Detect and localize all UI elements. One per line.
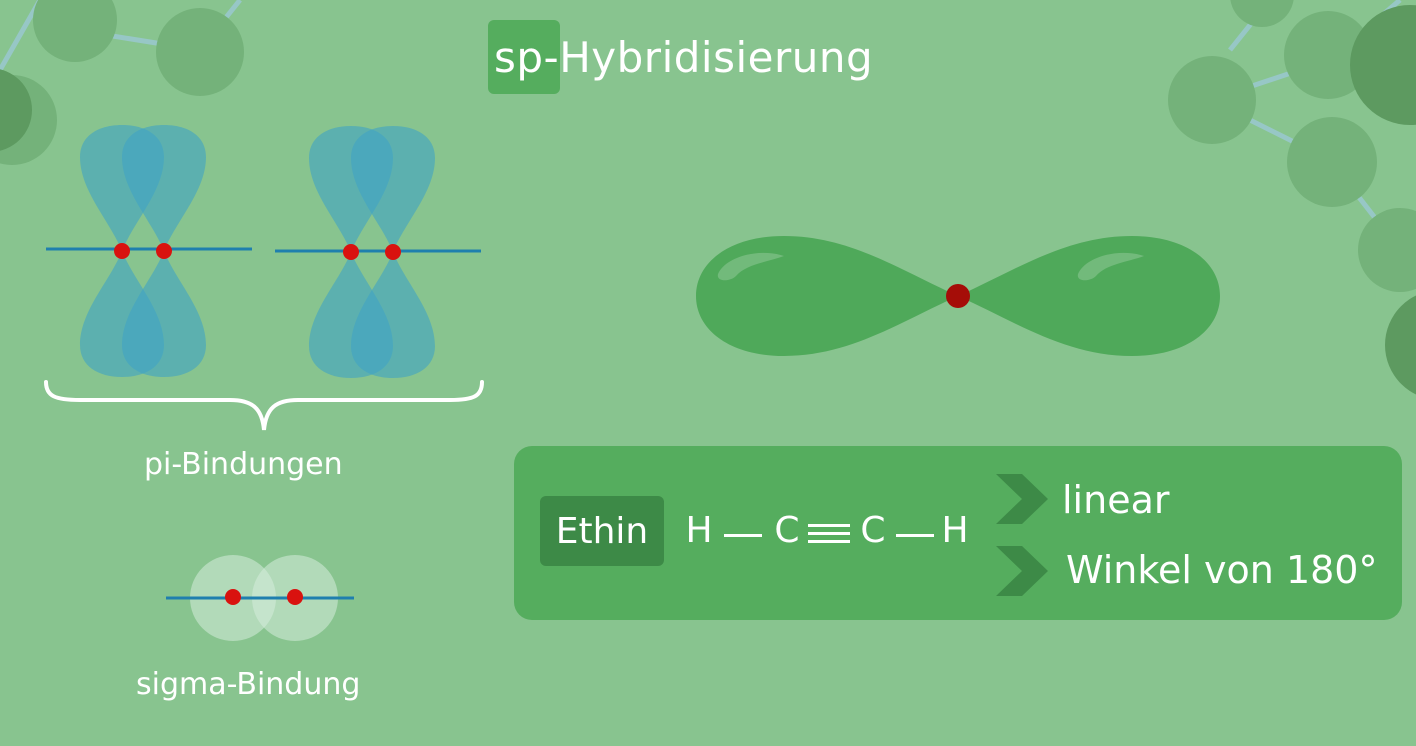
atom-c: C — [774, 510, 800, 551]
nucleus — [114, 243, 130, 259]
nucleus — [287, 589, 303, 605]
property-shape: linear — [1062, 478, 1170, 522]
property-angle: Winkel von 180° — [1066, 548, 1378, 592]
sigma-bond-label: sigma-Bindung — [136, 667, 361, 702]
nucleus — [385, 244, 401, 260]
orbital-lobe-left — [696, 236, 958, 356]
sigma-bond-diagram — [166, 555, 354, 641]
title-text: sp-Hybridisierung — [488, 33, 873, 82]
chevron-right-icon — [996, 546, 1048, 596]
page-title: sp-Hybridisierung — [488, 20, 873, 94]
curly-brace — [44, 380, 484, 431]
ethin-info-box: Ethin H C C H linear Winkel von 180° — [514, 446, 1402, 620]
single-bond — [896, 534, 934, 537]
sp-hybrid-orbital — [696, 236, 1220, 356]
orbital-lobe-right — [958, 236, 1220, 356]
compound-name: Ethin — [540, 496, 664, 566]
nucleus — [225, 589, 241, 605]
atom-h: H — [685, 510, 713, 551]
atom-c: C — [860, 510, 886, 551]
nucleus — [946, 284, 970, 308]
pi-bonds-label: pi-Bindungen — [144, 447, 343, 482]
atom-h: H — [941, 510, 969, 551]
title-highlight: sp — [494, 32, 544, 82]
chevron-right-icon — [996, 474, 1048, 524]
orbital-highlight — [717, 252, 784, 281]
nucleus — [343, 244, 359, 260]
single-bond — [724, 534, 762, 537]
title-rest: -Hybridisierung — [543, 32, 874, 82]
pi-bonds-diagram — [44, 125, 484, 431]
title-highlight-chip — [488, 20, 560, 94]
pi-bond-pair-2 — [275, 126, 481, 378]
orbital-highlight — [1077, 252, 1144, 281]
nucleus — [156, 243, 172, 259]
pi-bond-pair-1 — [46, 125, 252, 377]
